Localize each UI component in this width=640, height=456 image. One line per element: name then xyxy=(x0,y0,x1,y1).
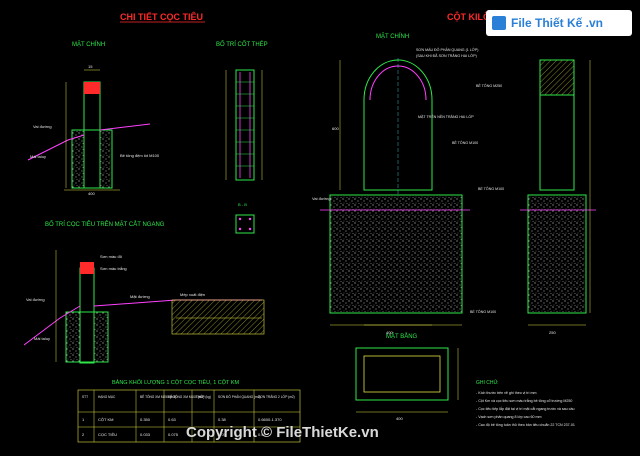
label-be-tong-m: BÊ TÔNG M100 xyxy=(452,140,478,145)
table-cell: CỘT KM xyxy=(98,417,113,422)
label-son-lot: (SAU KHI ĐÃ SƠN TRẮNG HAI LỚP) xyxy=(416,53,477,58)
table-header-cell: SƠN ĐỎ PHẢN QUANG (m2) xyxy=(218,394,261,399)
mat-bang-plan xyxy=(355,347,459,413)
label-vai-duong-3: Vai đường xyxy=(312,196,331,201)
table-cell: 0.66 xyxy=(258,432,267,437)
title-chi-tiet-coc-tieu: CHI TIẾT CỌC TIÊU xyxy=(120,11,203,22)
cot-km-elevation xyxy=(320,58,470,326)
brand-logo: File Thiết Kế .vn xyxy=(486,10,632,36)
section-mat-chinh-left: MẶT CHÍNH xyxy=(72,41,105,48)
note-item: - Kích thước trên vẽ ghi theo vị trí mm xyxy=(476,391,537,395)
dim-cot-km-width: 400 xyxy=(386,330,393,335)
label-be-tong-m250: BÊ TÔNG M250 xyxy=(476,83,502,88)
table-cell: 0.05 xyxy=(218,432,227,437)
rebar-layout xyxy=(225,69,263,234)
copyright-watermark: Copyright © FileThietKe.vn xyxy=(186,424,379,441)
label-son-mau-trang: Sơn màu trắng xyxy=(100,266,127,271)
label-mep-xuat-dien: Mép xuất điện xyxy=(180,292,205,297)
notes-title: GHI CHÚ: xyxy=(476,379,499,386)
table-header-cell: BÊ TÔNG XM M100 (m3) xyxy=(168,394,204,399)
label-mat-tren-nen: MẶT TRÊN NỀN TRẮNG HAI LỚP xyxy=(418,114,474,119)
table-cell: 0.075 xyxy=(168,432,179,437)
table-header-cell: STT xyxy=(82,395,88,399)
table-header-cell: THÉP (kg) xyxy=(196,394,211,399)
section-mat-chinh-right: MẶT CHÍNH xyxy=(376,33,409,40)
dim-side-width: 250 xyxy=(549,330,556,335)
dim-cot-km-height: 600 xyxy=(332,126,339,131)
table-header-cell: HẠNG MỤC xyxy=(98,395,116,399)
label-mai-taluy-2: Mái taluy xyxy=(34,336,50,341)
table-cell: CỌC TIÊU xyxy=(98,432,117,437)
svg-text:15: 15 xyxy=(88,64,93,69)
dim-plan-width: 400 xyxy=(396,416,403,421)
table-cell: 0.033 xyxy=(140,432,151,437)
label-vai-duong-2: Vai đường xyxy=(26,297,45,302)
brand-text: File Thiết Kế .vn xyxy=(511,16,604,30)
note-item: - Cao độ bê tông tuân thủ theo bản tiêu … xyxy=(476,423,575,427)
section-bo-tri-cot-thep: BỐ TRÍ CỐT THÉP xyxy=(216,41,268,48)
label-mai-taluy: Mái taluy xyxy=(30,154,46,159)
section-mat-cat-ngang: BỐ TRÍ CỌC TIÊU TRÊN MẶT CẮT NGANG xyxy=(45,220,165,228)
coc-tieu-elevation: 15 400 xyxy=(27,64,151,196)
coc-tieu-cross-section xyxy=(23,250,265,364)
logo-icon xyxy=(492,16,506,30)
table-cells: STT HẠNG MỤC BÊ TÔNG XM M250 (m3)BÊ TÔNG X… xyxy=(82,394,295,437)
table-cell: 0.350 xyxy=(140,417,151,422)
label-ben-chu: BỂ TÔNG M100 xyxy=(478,186,504,191)
table-header-cell: SƠN TRẮNG 2 LỚP (m2) xyxy=(258,394,295,399)
label-son-phan-quang: SƠN MÀU ĐỎ PHẢN QUANG (1 LỚP) xyxy=(416,47,478,52)
table-header-cell: BÊ TÔNG XM M250 (m3) xyxy=(140,394,176,399)
table-cell: 0.63 xyxy=(168,417,177,422)
table-cell: 0.38 xyxy=(218,417,227,422)
label-mat-duong: Mặt đường xyxy=(130,294,150,299)
label-vai-duong: Vai đường xyxy=(33,124,52,129)
notes-list: - Kích thước trên vẽ ghi theo vị trí mm -… xyxy=(476,391,575,427)
note-item: - Cột Km và cọc tiêu sơn màu trắng bê tô… xyxy=(476,398,572,403)
cot-km-side-view xyxy=(520,59,596,326)
section-bb: B - B xyxy=(238,202,247,207)
note-item: - Vạch sơn phản quang 8 lớp cao 60 mm xyxy=(476,415,541,419)
table-title: BẢNG KHỐI LƯỢNG 1 CỘT CỌC TIÊU, 1 CỘT KM xyxy=(112,378,239,386)
label-son-mau-do: Sơn màu đỏ xyxy=(100,254,123,259)
table-cell: 1 xyxy=(82,417,85,422)
note-item: - Cọc tiêu tiếp lắp đặt tại vị trí mặt c… xyxy=(476,406,574,411)
label-ben-chu-2: BỂ TÔNG M100 xyxy=(470,309,496,314)
label-be-tong-lot: Bê tông đệm lót M100 xyxy=(120,153,160,158)
title-cot-kilomet: CỘT KILÔMÉT xyxy=(447,11,509,22)
section-mat-bang: MẶT BẰNG xyxy=(386,332,418,340)
table-cell: 0.6600-1.370 xyxy=(258,417,282,422)
svg-text:400: 400 xyxy=(88,191,95,196)
quantity-table xyxy=(77,389,301,443)
table-cell: 2 xyxy=(82,432,85,437)
